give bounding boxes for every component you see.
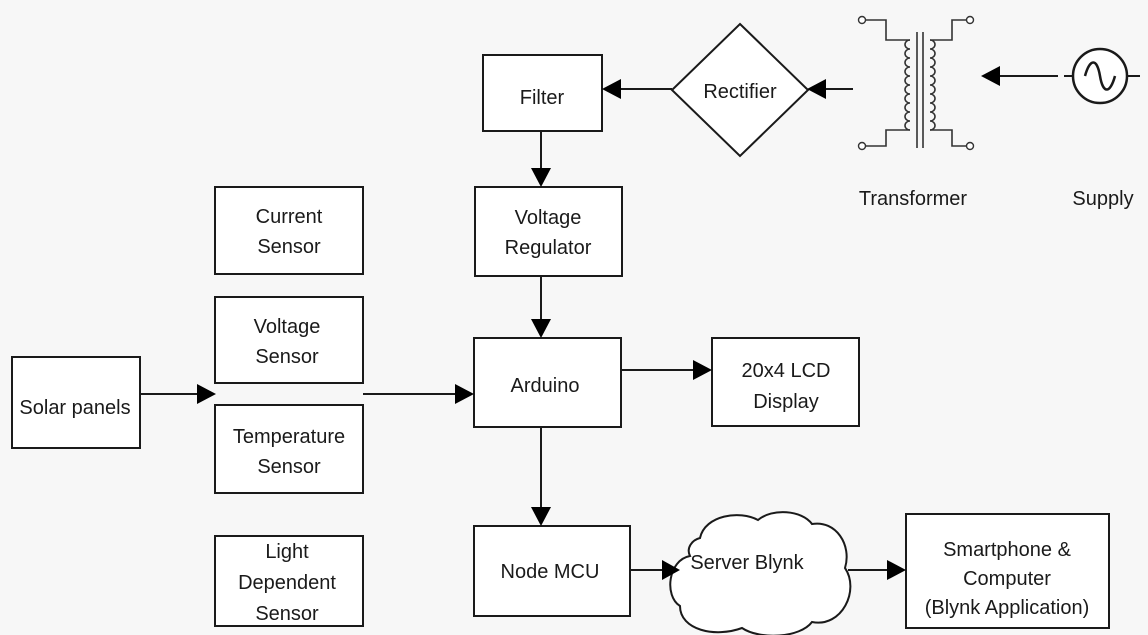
arrow-solar-to-sensors bbox=[140, 384, 216, 404]
temperature-sensor-label-line1: Temperature bbox=[233, 426, 345, 448]
supply-label: Supply bbox=[1072, 188, 1133, 210]
solar-panels-block: Solar panels bbox=[11, 356, 141, 449]
rectifier-block: Rectifier bbox=[670, 22, 810, 158]
light-sensor-label-line3: Sensor bbox=[255, 603, 319, 625]
temperature-sensor-label-line2: Sensor bbox=[257, 456, 321, 478]
ac-sine-wave-icon bbox=[1064, 47, 1140, 105]
solar-panels-label: Solar panels bbox=[19, 397, 130, 419]
voltage-regulator-label-line2: Regulator bbox=[505, 237, 592, 259]
transformer-icon bbox=[857, 15, 975, 151]
arrow-filter-to-regulator bbox=[531, 131, 551, 187]
node-mcu-block: Node MCU bbox=[473, 525, 631, 617]
arrow-arduino-to-lcd bbox=[621, 360, 712, 380]
client-block: Smartphone & Computer (Blynk Application… bbox=[905, 513, 1110, 629]
voltage-sensor-label-line2: Sensor bbox=[255, 346, 319, 368]
current-sensor-label-line2: Sensor bbox=[257, 236, 321, 258]
client-label-line1: Smartphone & bbox=[943, 539, 1072, 561]
arduino-block: Arduino bbox=[473, 337, 622, 428]
lcd-display-block: 20x4 LCD Display bbox=[711, 337, 860, 427]
arduino-label: Arduino bbox=[511, 375, 580, 397]
arrow-supply-to-transformer bbox=[981, 66, 1058, 86]
arrow-server-to-client bbox=[848, 560, 906, 580]
server-blynk-label: Server Blynk bbox=[690, 552, 804, 574]
temperature-sensor-block: Temperature Sensor bbox=[214, 404, 364, 494]
arrow-nodemcu-to-server bbox=[630, 560, 680, 580]
lcd-display-label-line1: 20x4 LCD bbox=[742, 360, 831, 382]
client-label-line2: Computer bbox=[963, 568, 1051, 590]
transformer-label: Transformer bbox=[859, 188, 968, 210]
voltage-sensor-label-line1: Voltage bbox=[254, 316, 321, 338]
arrow-rectifier-to-filter bbox=[602, 79, 672, 99]
node-mcu-label: Node MCU bbox=[501, 561, 600, 583]
rectifier-label: Rectifier bbox=[703, 81, 777, 103]
voltage-regulator-block: Voltage Regulator bbox=[474, 186, 623, 277]
arrow-regulator-to-arduino bbox=[531, 276, 551, 338]
arrow-sensors-to-arduino bbox=[363, 384, 474, 404]
filter-label: Filter bbox=[520, 87, 565, 109]
arrow-arduino-to-nodemcu bbox=[531, 427, 551, 526]
voltage-sensor-block: Voltage Sensor bbox=[214, 296, 364, 384]
server-blynk-cloud: Server Blynk bbox=[669, 511, 852, 635]
current-sensor-label-line1: Current bbox=[256, 206, 323, 228]
cloud-icon bbox=[669, 511, 852, 635]
current-sensor-block: Current Sensor bbox=[214, 186, 364, 275]
voltage-regulator-label-line1: Voltage bbox=[515, 207, 582, 229]
light-sensor-label-line1: Light bbox=[265, 541, 309, 563]
client-label-line3: (Blynk Application) bbox=[925, 597, 1090, 619]
filter-block: Filter bbox=[482, 54, 603, 132]
lcd-display-label-line2: Display bbox=[753, 391, 819, 413]
light-dependent-sensor-block: Light Dependent Sensor bbox=[214, 535, 364, 627]
arrow-transformer-to-rectifier bbox=[807, 79, 853, 99]
light-sensor-label-line2: Dependent bbox=[238, 572, 336, 594]
